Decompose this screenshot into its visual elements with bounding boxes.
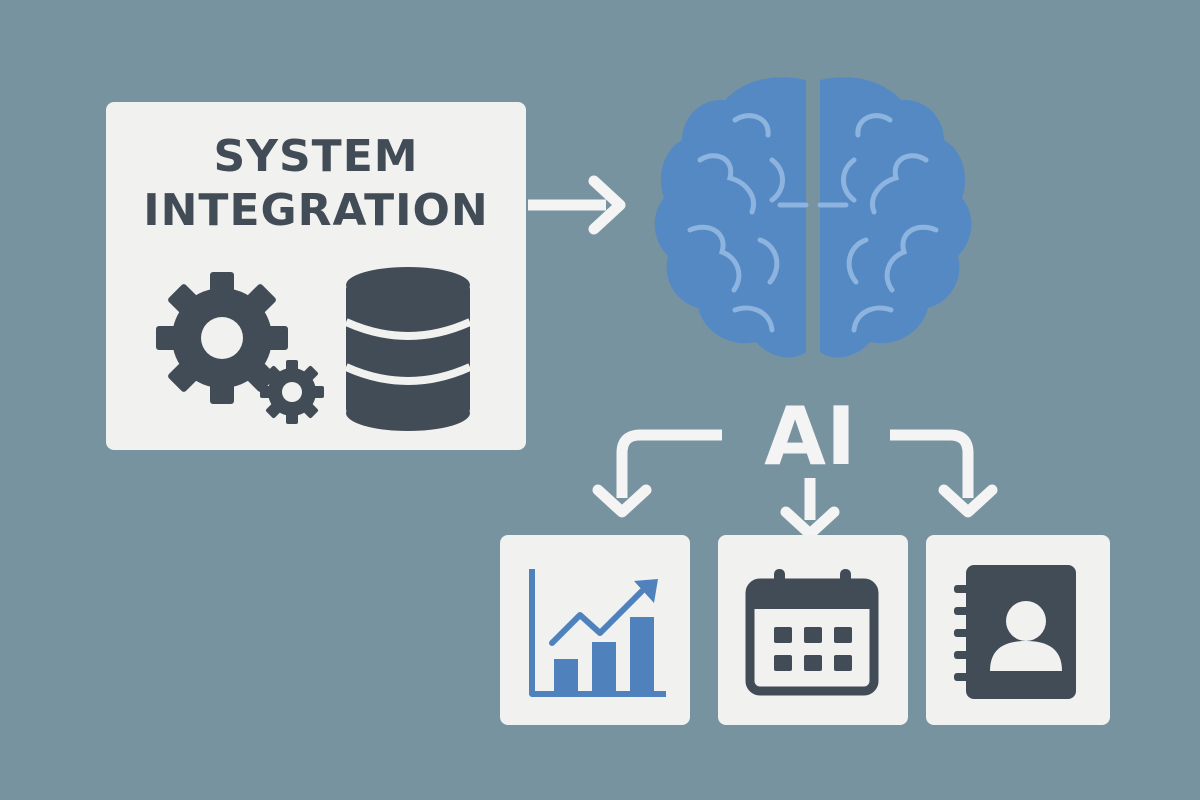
arrow-ai-to-output-3 <box>890 429 998 518</box>
calendar-icon <box>745 569 879 696</box>
contact-book-icon <box>954 565 1076 699</box>
ai-label: AI <box>764 390 856 483</box>
system-integration-box: SYSTEM INTEGRATION <box>106 102 526 450</box>
arrow-ai-to-output-1 <box>592 429 722 518</box>
title-line-2: INTEGRATION <box>143 185 489 236</box>
title-line-1: SYSTEM <box>213 131 419 182</box>
small-gear-icon <box>260 360 324 424</box>
output-card-analytics <box>500 535 690 725</box>
bar-chart-trend-icon <box>529 569 666 697</box>
gear-icon <box>156 272 288 404</box>
arrow-integration-to-ai <box>528 175 626 235</box>
output-card-contacts <box>926 535 1110 725</box>
arrow-ai-to-output-2 <box>780 478 840 540</box>
integration-icons <box>156 267 472 431</box>
database-icon <box>344 267 472 431</box>
system-integration-title: SYSTEM INTEGRATION <box>106 130 526 238</box>
output-card-calendar <box>718 535 908 725</box>
